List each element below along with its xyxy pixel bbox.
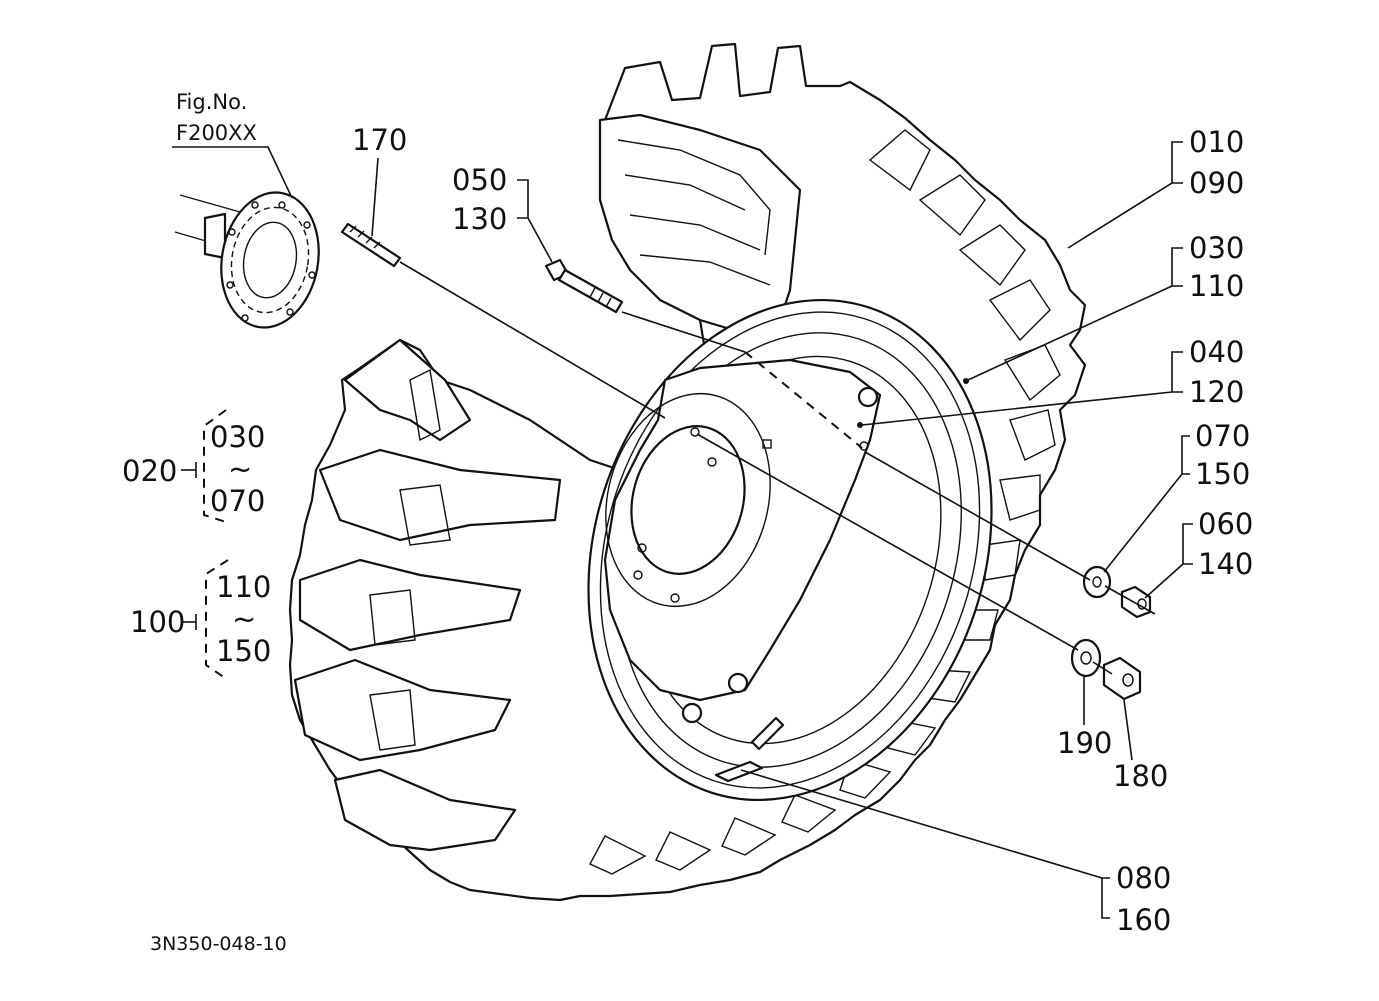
washer-070 (1082, 565, 1112, 599)
callout-170: 170 (352, 123, 407, 157)
callout-110: 110 (1189, 269, 1244, 303)
tire-cutaway (598, 113, 802, 334)
fig-ref-label: Fig.No. (176, 90, 247, 114)
valve-stem (750, 716, 785, 751)
callout-190: 190 (1057, 726, 1112, 760)
nut-060 (1120, 585, 1152, 619)
nut-180 (1102, 656, 1142, 701)
callout-140: 140 (1198, 547, 1253, 581)
group-020-tilde: ~ (228, 452, 252, 486)
callout-030: 030 (1189, 231, 1244, 265)
callout-180: 180 (1113, 759, 1168, 793)
group-100-id: 100 (130, 605, 185, 639)
axle-hub (174, 191, 320, 329)
bolt-050 (544, 258, 624, 314)
group-020-from: 030 (210, 420, 265, 454)
callout-150: 150 (1195, 457, 1250, 491)
callout-040: 040 (1189, 335, 1244, 369)
group-100: 100 110 ~ 150 (130, 570, 271, 668)
group-100-tilde: ~ (232, 602, 256, 636)
callout-060: 060 (1198, 507, 1253, 541)
callout-120: 120 (1189, 375, 1244, 409)
callout-010: 010 (1189, 125, 1244, 159)
group-020-id: 020 (122, 454, 177, 488)
callout-080: 080 (1116, 861, 1171, 895)
assembly-lines (399, 261, 1156, 675)
leader-lines (172, 141, 1193, 919)
rim-bolts (681, 386, 879, 724)
group-020-to: 070 (210, 484, 265, 518)
callout-160: 160 (1116, 903, 1171, 937)
fig-ref-value: F200XX (176, 121, 257, 145)
stud-170 (340, 222, 402, 268)
washer-190 (1070, 638, 1102, 678)
callout-090: 090 (1189, 166, 1244, 200)
callout-130: 130 (452, 202, 507, 236)
label-plate (714, 760, 764, 783)
group-100-to: 150 (216, 634, 271, 668)
figure-reference: Fig.No. F200XX (176, 90, 257, 145)
tire-lugs-left (293, 338, 562, 852)
callout-070: 070 (1195, 419, 1250, 453)
group-100-from: 110 (216, 570, 271, 604)
drawing-number: 3N350-048-10 (150, 933, 287, 955)
group-020: 020 030 ~ 070 (122, 420, 265, 518)
callout-050: 050 (452, 163, 507, 197)
wheel-disc (603, 358, 882, 702)
